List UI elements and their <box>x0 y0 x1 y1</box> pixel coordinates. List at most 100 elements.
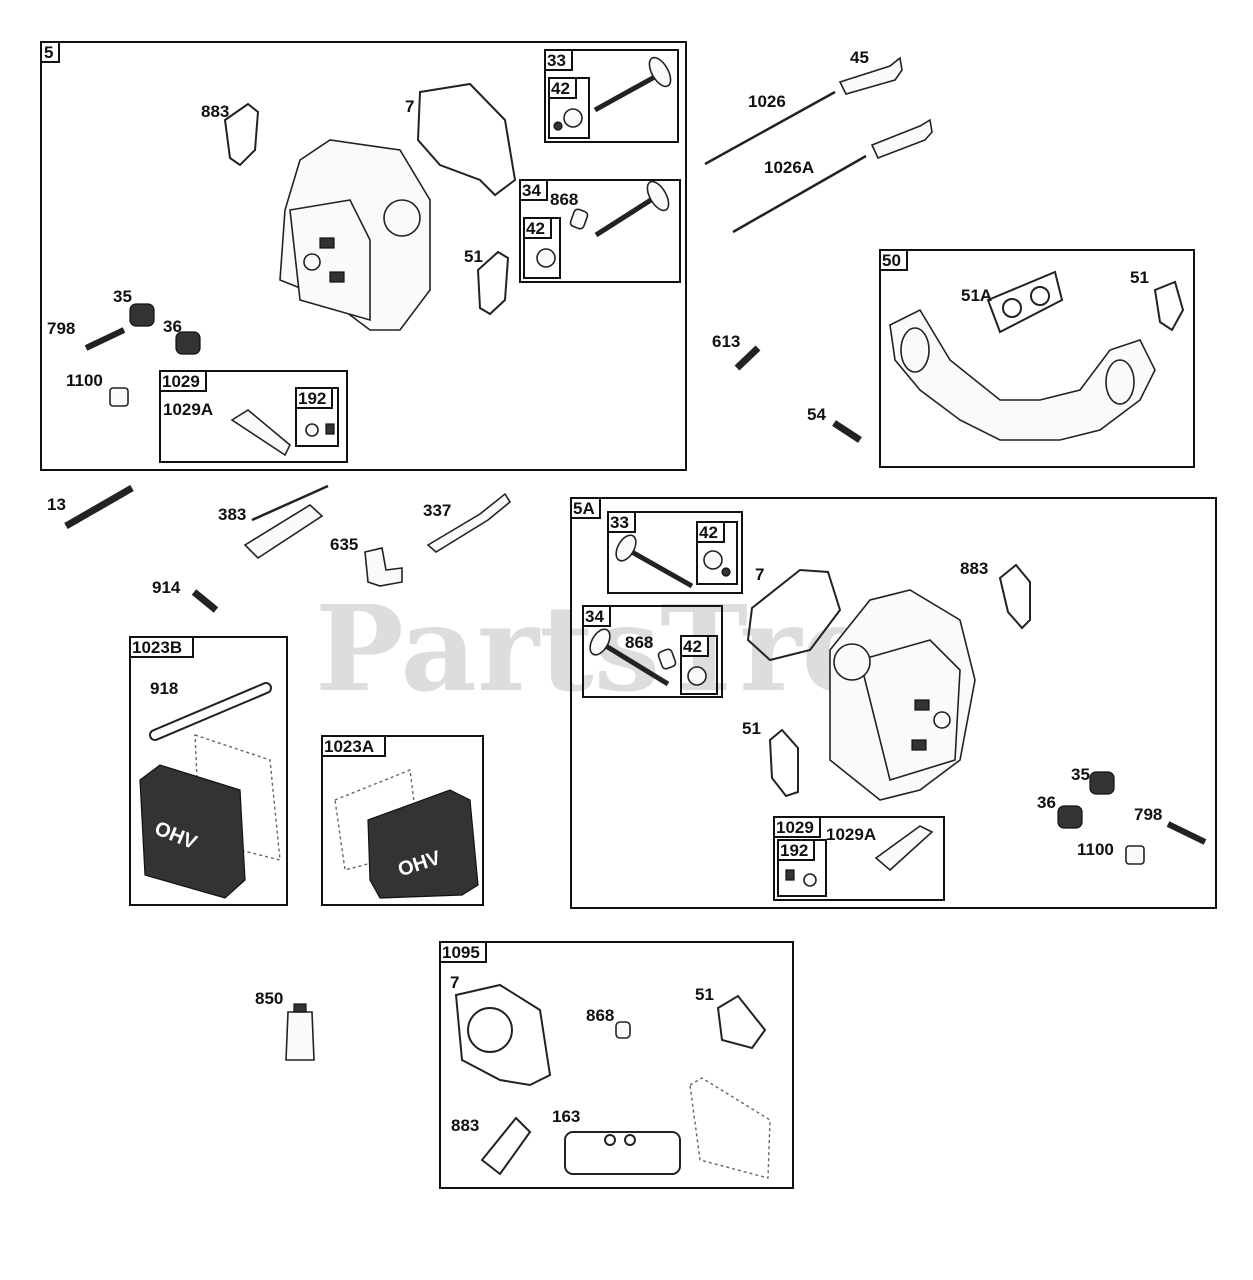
head-gasket-drawing <box>746 568 842 662</box>
part-label-337: 337 <box>423 501 451 520</box>
group-1095-gasket-set: 1095 7 868 51 883 163 <box>439 941 794 1189</box>
screw-798-drawing <box>84 327 126 351</box>
part-label-35: 35 <box>113 287 132 306</box>
group-1023A-valve-cover: 1023A OHV <box>321 735 484 906</box>
part-label-54: 54 <box>807 405 826 424</box>
part-label-1029A: 1029A <box>163 400 213 419</box>
part-label-1026: 1026 <box>748 92 786 111</box>
pushrod-area: 45 1026 1026A 613 54 <box>704 48 933 443</box>
spring-35-drawing <box>1089 771 1115 795</box>
part-label-51: 51 <box>695 985 714 1004</box>
screw-798-drawing <box>1166 821 1207 845</box>
pushrod-1026A-drawing <box>732 154 867 234</box>
part-label-36: 36 <box>1037 793 1056 812</box>
elbow-635-drawing <box>364 547 403 587</box>
part-label-914: 914 <box>152 578 181 597</box>
clip-1100-drawing <box>1125 845 1145 865</box>
part-label-13: 13 <box>47 495 66 514</box>
cylinder-head-drawing <box>279 139 431 331</box>
part-label-7: 7 <box>755 565 764 584</box>
gasket-51-drawing <box>716 994 767 1050</box>
part-label-51: 51 <box>742 719 761 738</box>
head-gasket-drawing <box>454 983 552 1087</box>
group-1023B-valve-cover: 1023B 918 OHV <box>129 636 288 906</box>
part-label-36: 36 <box>163 317 182 336</box>
bolt-54-drawing <box>832 420 862 443</box>
pushrod-1026-drawing <box>704 90 836 166</box>
rocker-arm-drawing <box>230 409 291 457</box>
part-label-51: 51 <box>464 247 483 266</box>
group-tag-192: 192 <box>298 389 326 408</box>
group-tag-1023B: 1023B <box>132 638 182 657</box>
group-tag-42: 42 <box>551 79 570 98</box>
part-label-798: 798 <box>1134 805 1162 824</box>
gasket-51A-drawing <box>986 270 1064 334</box>
part-label-1026A: 1026A <box>764 158 814 177</box>
part-label-635: 635 <box>330 535 358 554</box>
bolt-13-drawing <box>64 484 134 530</box>
gasket-883-drawing <box>223 102 260 167</box>
group-50-manifold: 50 51A 51 <box>879 249 1195 468</box>
part-label-163: 163 <box>552 1107 580 1126</box>
part-label-45: 45 <box>850 48 869 67</box>
part-label-51: 51 <box>1130 268 1149 287</box>
rocker-arm-drawing <box>874 825 934 872</box>
part-label-1100: 1100 <box>1077 840 1114 859</box>
gasket-51-drawing <box>476 250 510 316</box>
group-tag-42: 42 <box>699 523 718 542</box>
part-label-883: 883 <box>960 559 988 578</box>
group-tag-34: 34 <box>522 181 541 200</box>
group-tag-1029: 1029 <box>776 818 814 837</box>
bolt-613-drawing <box>734 345 761 371</box>
valve-seal-drawing <box>563 108 583 128</box>
group-tag-1023A: 1023A <box>324 737 374 756</box>
valve-cover-drawing <box>367 789 479 899</box>
part-label-35: 35 <box>1071 765 1090 784</box>
group-tag-1095: 1095 <box>442 943 480 962</box>
valve-cover-drawing <box>139 764 246 899</box>
group-tag-42: 42 <box>683 637 702 656</box>
group-5-cylinder-head: 5 33 42 34 42 868 <box>40 41 687 471</box>
group-tag-33: 33 <box>547 51 566 70</box>
part-label-613: 613 <box>712 332 740 351</box>
gasket-883-drawing <box>998 563 1031 630</box>
gasket-163-drawing <box>564 1131 681 1175</box>
part-label-883: 883 <box>451 1116 479 1135</box>
group-tag-42: 42 <box>526 219 545 238</box>
group-tag-34: 34 <box>585 607 604 626</box>
valve-exhaust-drawing <box>594 180 670 238</box>
group-tag-192: 192 <box>780 841 808 860</box>
part-label-7: 7 <box>405 97 414 116</box>
part-label-7: 7 <box>450 973 459 992</box>
breather-383-drawing <box>243 504 324 560</box>
group-tag-5: 5 <box>44 43 53 62</box>
sealant-tube-drawing <box>285 1011 315 1061</box>
part-label-1029A: 1029A <box>826 825 876 844</box>
part-label-918: 918 <box>150 679 178 698</box>
group-tag-1029: 1029 <box>162 372 200 391</box>
spark-plug-drawing <box>426 492 512 553</box>
gasket-51-drawing <box>768 728 799 798</box>
valve-intake-drawing <box>593 56 672 113</box>
clip-1100-drawing <box>109 387 129 407</box>
part-label-383: 383 <box>218 505 246 524</box>
spring-35-drawing <box>129 303 155 327</box>
sealant-850: 850 <box>255 989 315 1061</box>
cylinder-head-drawing <box>829 589 976 801</box>
spring-36-drawing <box>175 331 201 355</box>
misc-parts: 13 383 337 635 914 <box>47 484 512 613</box>
part-label-850: 850 <box>255 989 283 1008</box>
part-label-883: 883 <box>201 102 229 121</box>
gasket-51-drawing <box>1153 280 1185 332</box>
part-label-51A: 51A <box>961 286 992 305</box>
tappet-45-drawing <box>838 56 903 95</box>
group-tag-5A: 5A <box>573 499 595 518</box>
part-label-868: 868 <box>586 1006 614 1025</box>
group-tag-50: 50 <box>882 251 901 270</box>
group-5A-cylinder-head: 5A 33 42 34 42 868 7 883 <box>570 497 1217 909</box>
screw-914-drawing <box>191 589 219 613</box>
intake-manifold-drawing <box>889 308 1156 441</box>
part-label-798: 798 <box>47 319 75 338</box>
gasket-883-drawing <box>480 1116 532 1176</box>
